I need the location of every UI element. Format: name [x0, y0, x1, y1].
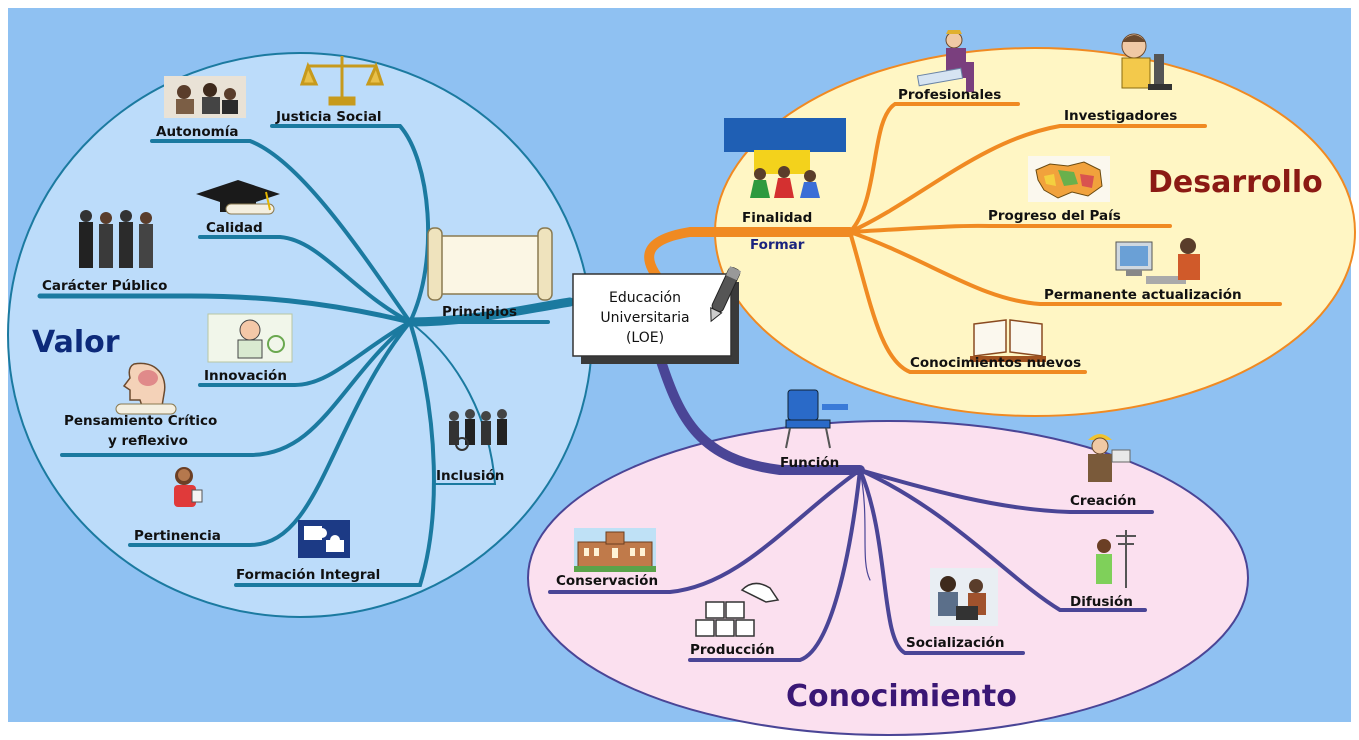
pertinencia-label: Pertinencia [134, 528, 221, 544]
autonomia-label: Autonomía [156, 124, 238, 140]
center-line-3: (LOE) [626, 330, 664, 346]
blocks-hand-icon [695, 582, 780, 637]
pen-icon [710, 266, 742, 323]
head-profile-icon [115, 362, 177, 415]
worker-icon [1088, 434, 1131, 482]
funcion-label: Función [780, 455, 839, 471]
calidad-label: Calidad [206, 220, 263, 236]
puzzle-icon [298, 520, 350, 558]
people-computer-icon [930, 568, 998, 626]
building-icon [574, 528, 656, 572]
finalidad-label: Finalidad [742, 210, 812, 226]
venezuela-map-icon [1028, 156, 1110, 202]
scales-icon [299, 56, 385, 106]
students-photo-icon [164, 76, 246, 118]
professional-woman-icon [916, 30, 974, 92]
conocimiento-branches [548, 353, 1154, 662]
antenna-woman-icon [1096, 530, 1136, 588]
creacion-label: Creación [1070, 493, 1136, 509]
flag-children-icon [724, 118, 846, 198]
center-line-2: Universitaria [600, 310, 689, 326]
people-group-icon [449, 409, 507, 451]
microscope-scientist-icon [1121, 33, 1172, 90]
caracter-label: Carácter Público [42, 278, 167, 294]
investigadores-label: Investigadores [1064, 108, 1177, 124]
formar-label: Formar [750, 237, 805, 253]
justicia-label: Justicia Social [275, 109, 382, 125]
produccion-label: Producción [690, 642, 775, 658]
profesionales-label: Profesionales [898, 87, 1001, 103]
difusion-label: Difusión [1070, 594, 1133, 610]
open-book-icon [970, 319, 1046, 362]
center-line-1: Educación [609, 290, 681, 306]
scientist-icon [207, 313, 293, 363]
pensamiento-label-2: y reflexivo [108, 433, 188, 449]
valor-branches [37, 124, 575, 587]
inclusion-label: Inclusión [436, 468, 504, 484]
progreso-label: Progreso del País [988, 208, 1121, 224]
conocimientos-label: Conocimientos nuevos [910, 355, 1081, 371]
center-node: Educación Universitaria (LOE) [572, 266, 742, 364]
graduation-cap-icon [196, 180, 280, 215]
school-chair-icon [785, 389, 848, 449]
permanente-label: Permanente actualización [1044, 287, 1242, 303]
formacion-label: Formación Integral [236, 567, 380, 583]
desarrollo-title: Desarrollo [1148, 165, 1323, 200]
conservacion-label: Conservación [556, 573, 658, 589]
pensamiento-label-1: Pensamiento Crítico [64, 413, 217, 429]
conocimiento-region [527, 420, 1249, 736]
conocimiento-title: Conocimiento [786, 679, 1017, 714]
student-girl-icon [174, 467, 203, 507]
computer-worker-icon [1115, 238, 1200, 284]
scroll-icon [427, 227, 553, 301]
business-people-icon [79, 210, 153, 268]
socializacion-label: Socialización [906, 635, 1004, 651]
innovacion-label: Innovación [204, 368, 287, 384]
principios-label: Principios [442, 304, 517, 320]
valor-title: Valor [32, 325, 120, 360]
